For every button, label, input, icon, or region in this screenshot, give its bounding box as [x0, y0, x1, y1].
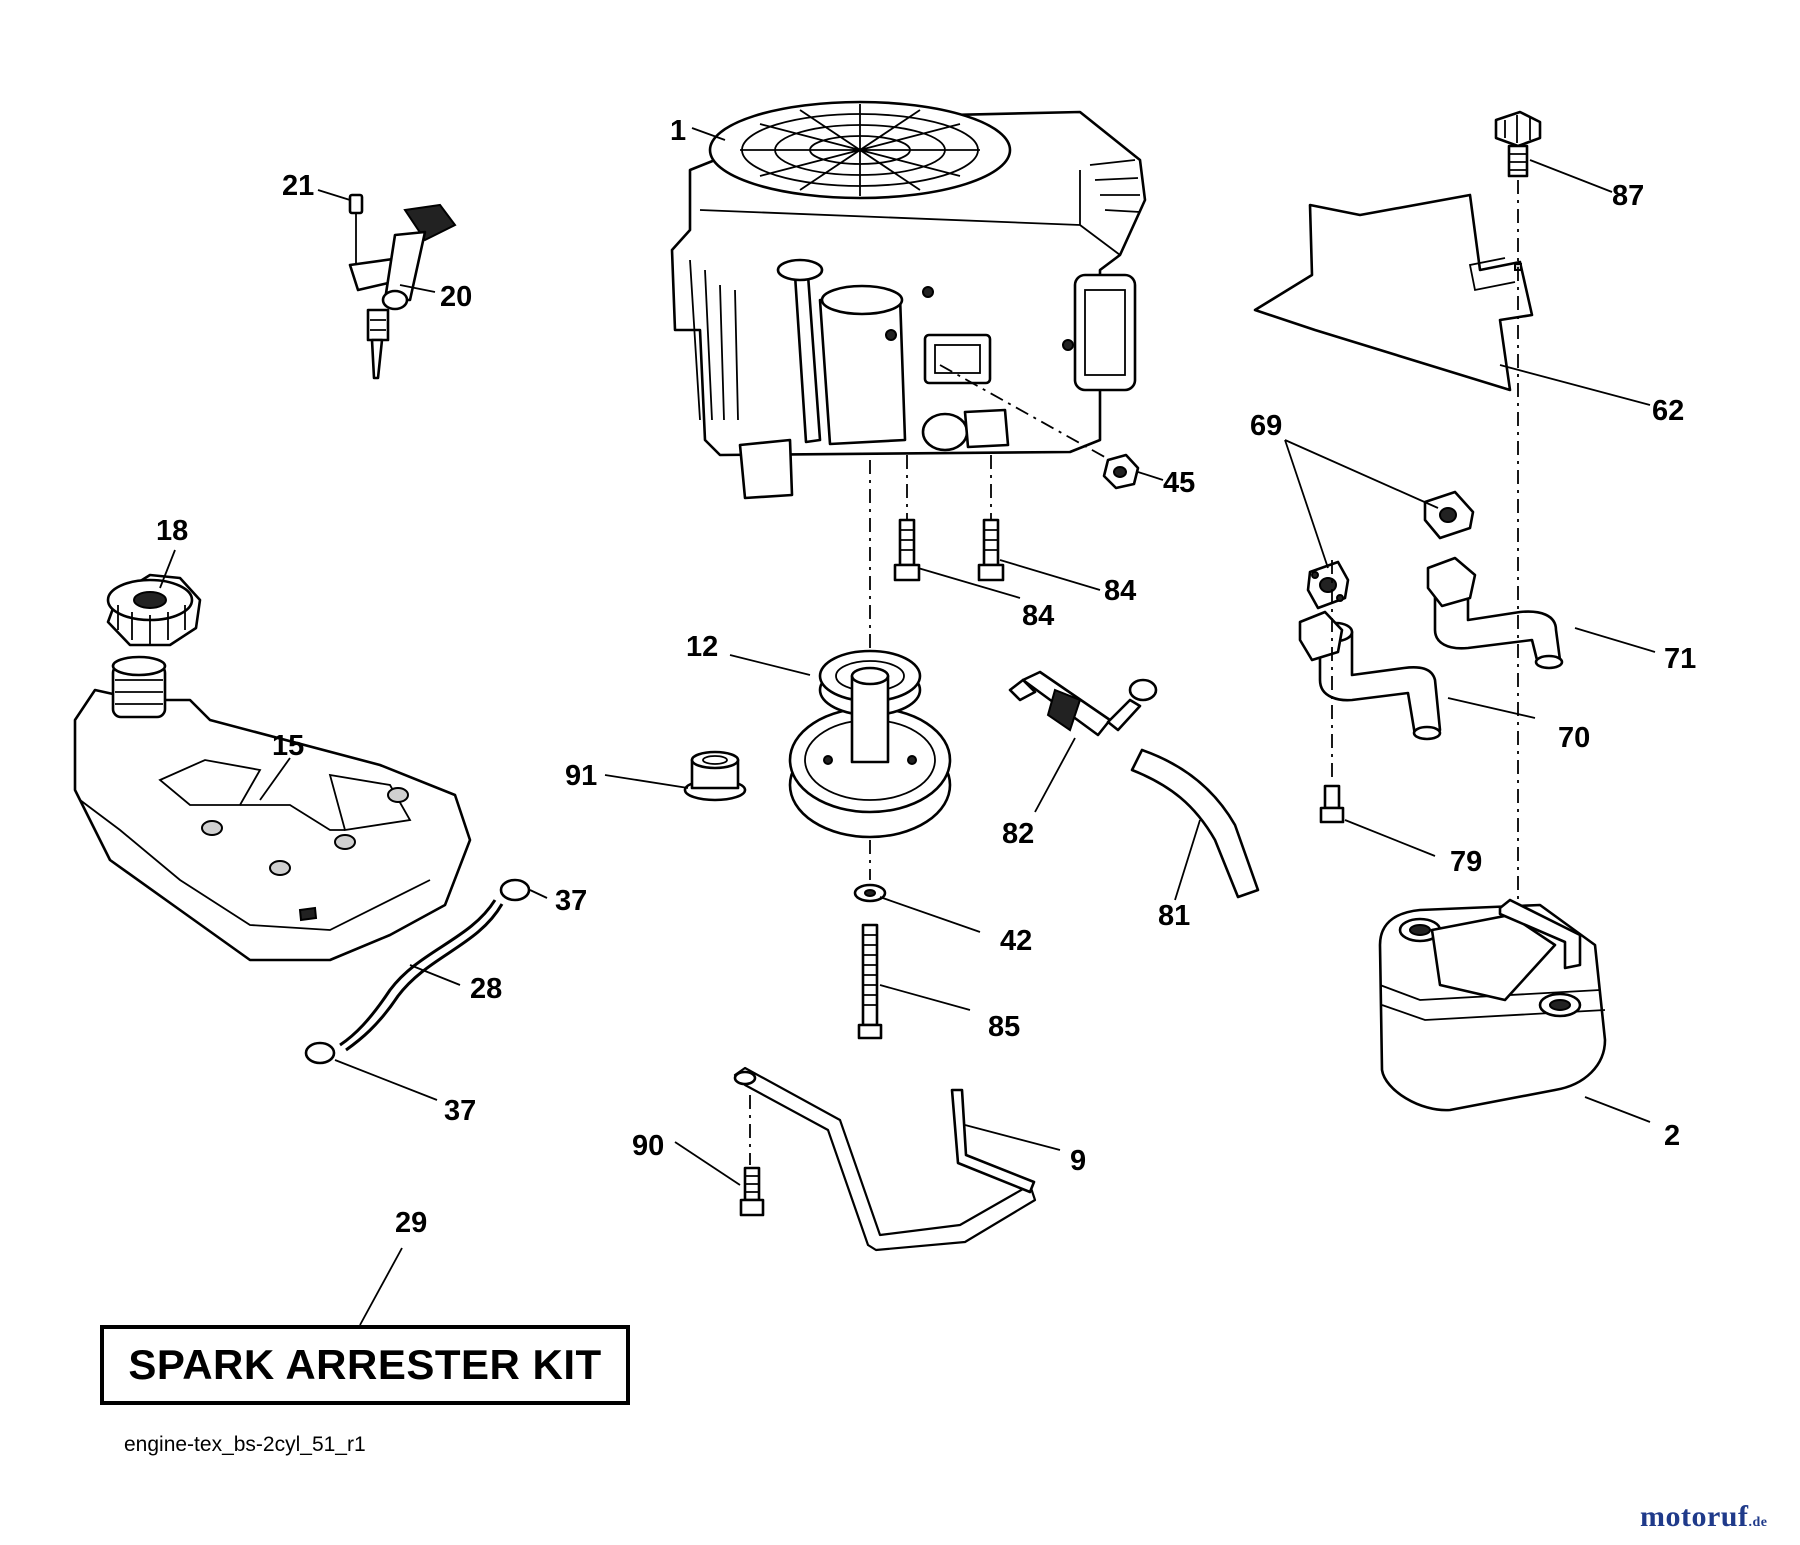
- callout-91: 91: [565, 760, 597, 792]
- callout-37-top: 37: [555, 885, 587, 917]
- callout-numbers: 1 21 20 87 62 45 69 84 84 71 70 79 81 82…: [156, 115, 1696, 1239]
- callout-90: 90: [632, 1130, 664, 1162]
- fuel-cap-icon: [106, 573, 202, 647]
- spark-arrester-kit-label: SPARK ARRESTER KIT: [128, 1341, 602, 1388]
- fuel-tank-icon: [73, 655, 472, 962]
- gasket-icon: [1306, 490, 1475, 610]
- engine-icon: [670, 100, 1147, 500]
- spark-arrester-kit-box: SPARK ARRESTER KIT: [100, 1325, 630, 1405]
- callout-84-right: 84: [1104, 575, 1136, 607]
- callout-82: 82: [1002, 818, 1034, 850]
- nut-icon: [1102, 453, 1140, 490]
- leader-lines: [159, 127, 1656, 1326]
- callout-42: 42: [1000, 925, 1032, 957]
- spacer-icon: [683, 750, 747, 802]
- washer-icon: [853, 883, 887, 903]
- logo-name: motoruf: [1640, 1500, 1749, 1533]
- callout-9: 9: [1070, 1145, 1086, 1177]
- throttle-control-icon: [348, 193, 457, 380]
- callout-1: 1: [670, 115, 686, 147]
- callout-37-bottom: 37: [444, 1095, 476, 1127]
- logo-suffix: .de: [1748, 1515, 1768, 1530]
- fuel-line-icon: [339, 899, 504, 1052]
- callout-79: 79: [1450, 846, 1482, 878]
- callout-29: 29: [395, 1207, 427, 1239]
- bolt-84-icon: [893, 518, 1005, 582]
- callout-81: 81: [1158, 900, 1190, 932]
- callout-45: 45: [1163, 467, 1195, 499]
- fuel-hose-icon: [1130, 748, 1260, 899]
- callout-18: 18: [156, 515, 188, 547]
- heat-shield-icon: [1253, 193, 1534, 392]
- diagram-caption: engine-tex_bs-2cyl_51_r1: [124, 1433, 366, 1456]
- bolt-79-icon: [1319, 784, 1345, 824]
- bolt-85-icon: [857, 923, 883, 1040]
- callout-62: 62: [1652, 395, 1684, 427]
- bracket-icon: [733, 1066, 1037, 1252]
- callout-12: 12: [686, 631, 718, 663]
- callout-85: 85: [988, 1011, 1020, 1043]
- fuel-filter-icon: [1008, 670, 1158, 737]
- motoruf-logo[interactable]: motoruf.de: [1640, 1500, 1767, 1534]
- callout-15: 15: [272, 730, 304, 762]
- callout-69: 69: [1250, 410, 1282, 442]
- callout-71: 71: [1664, 643, 1696, 675]
- muffler-icon: [1378, 898, 1607, 1112]
- callout-70: 70: [1558, 722, 1590, 754]
- callout-20: 20: [440, 281, 472, 313]
- alignment-lines: [749, 180, 1519, 1165]
- callout-84-left: 84: [1022, 600, 1054, 632]
- pulley-icon: [788, 649, 952, 839]
- hose-clamp-icon: [304, 878, 531, 1065]
- callout-2: 2: [1664, 1120, 1680, 1152]
- callout-87: 87: [1612, 180, 1644, 212]
- bolt-87-icon: [1494, 110, 1542, 178]
- bolt-90-icon: [739, 1166, 765, 1217]
- callout-28: 28: [470, 973, 502, 1005]
- callout-21: 21: [282, 170, 314, 202]
